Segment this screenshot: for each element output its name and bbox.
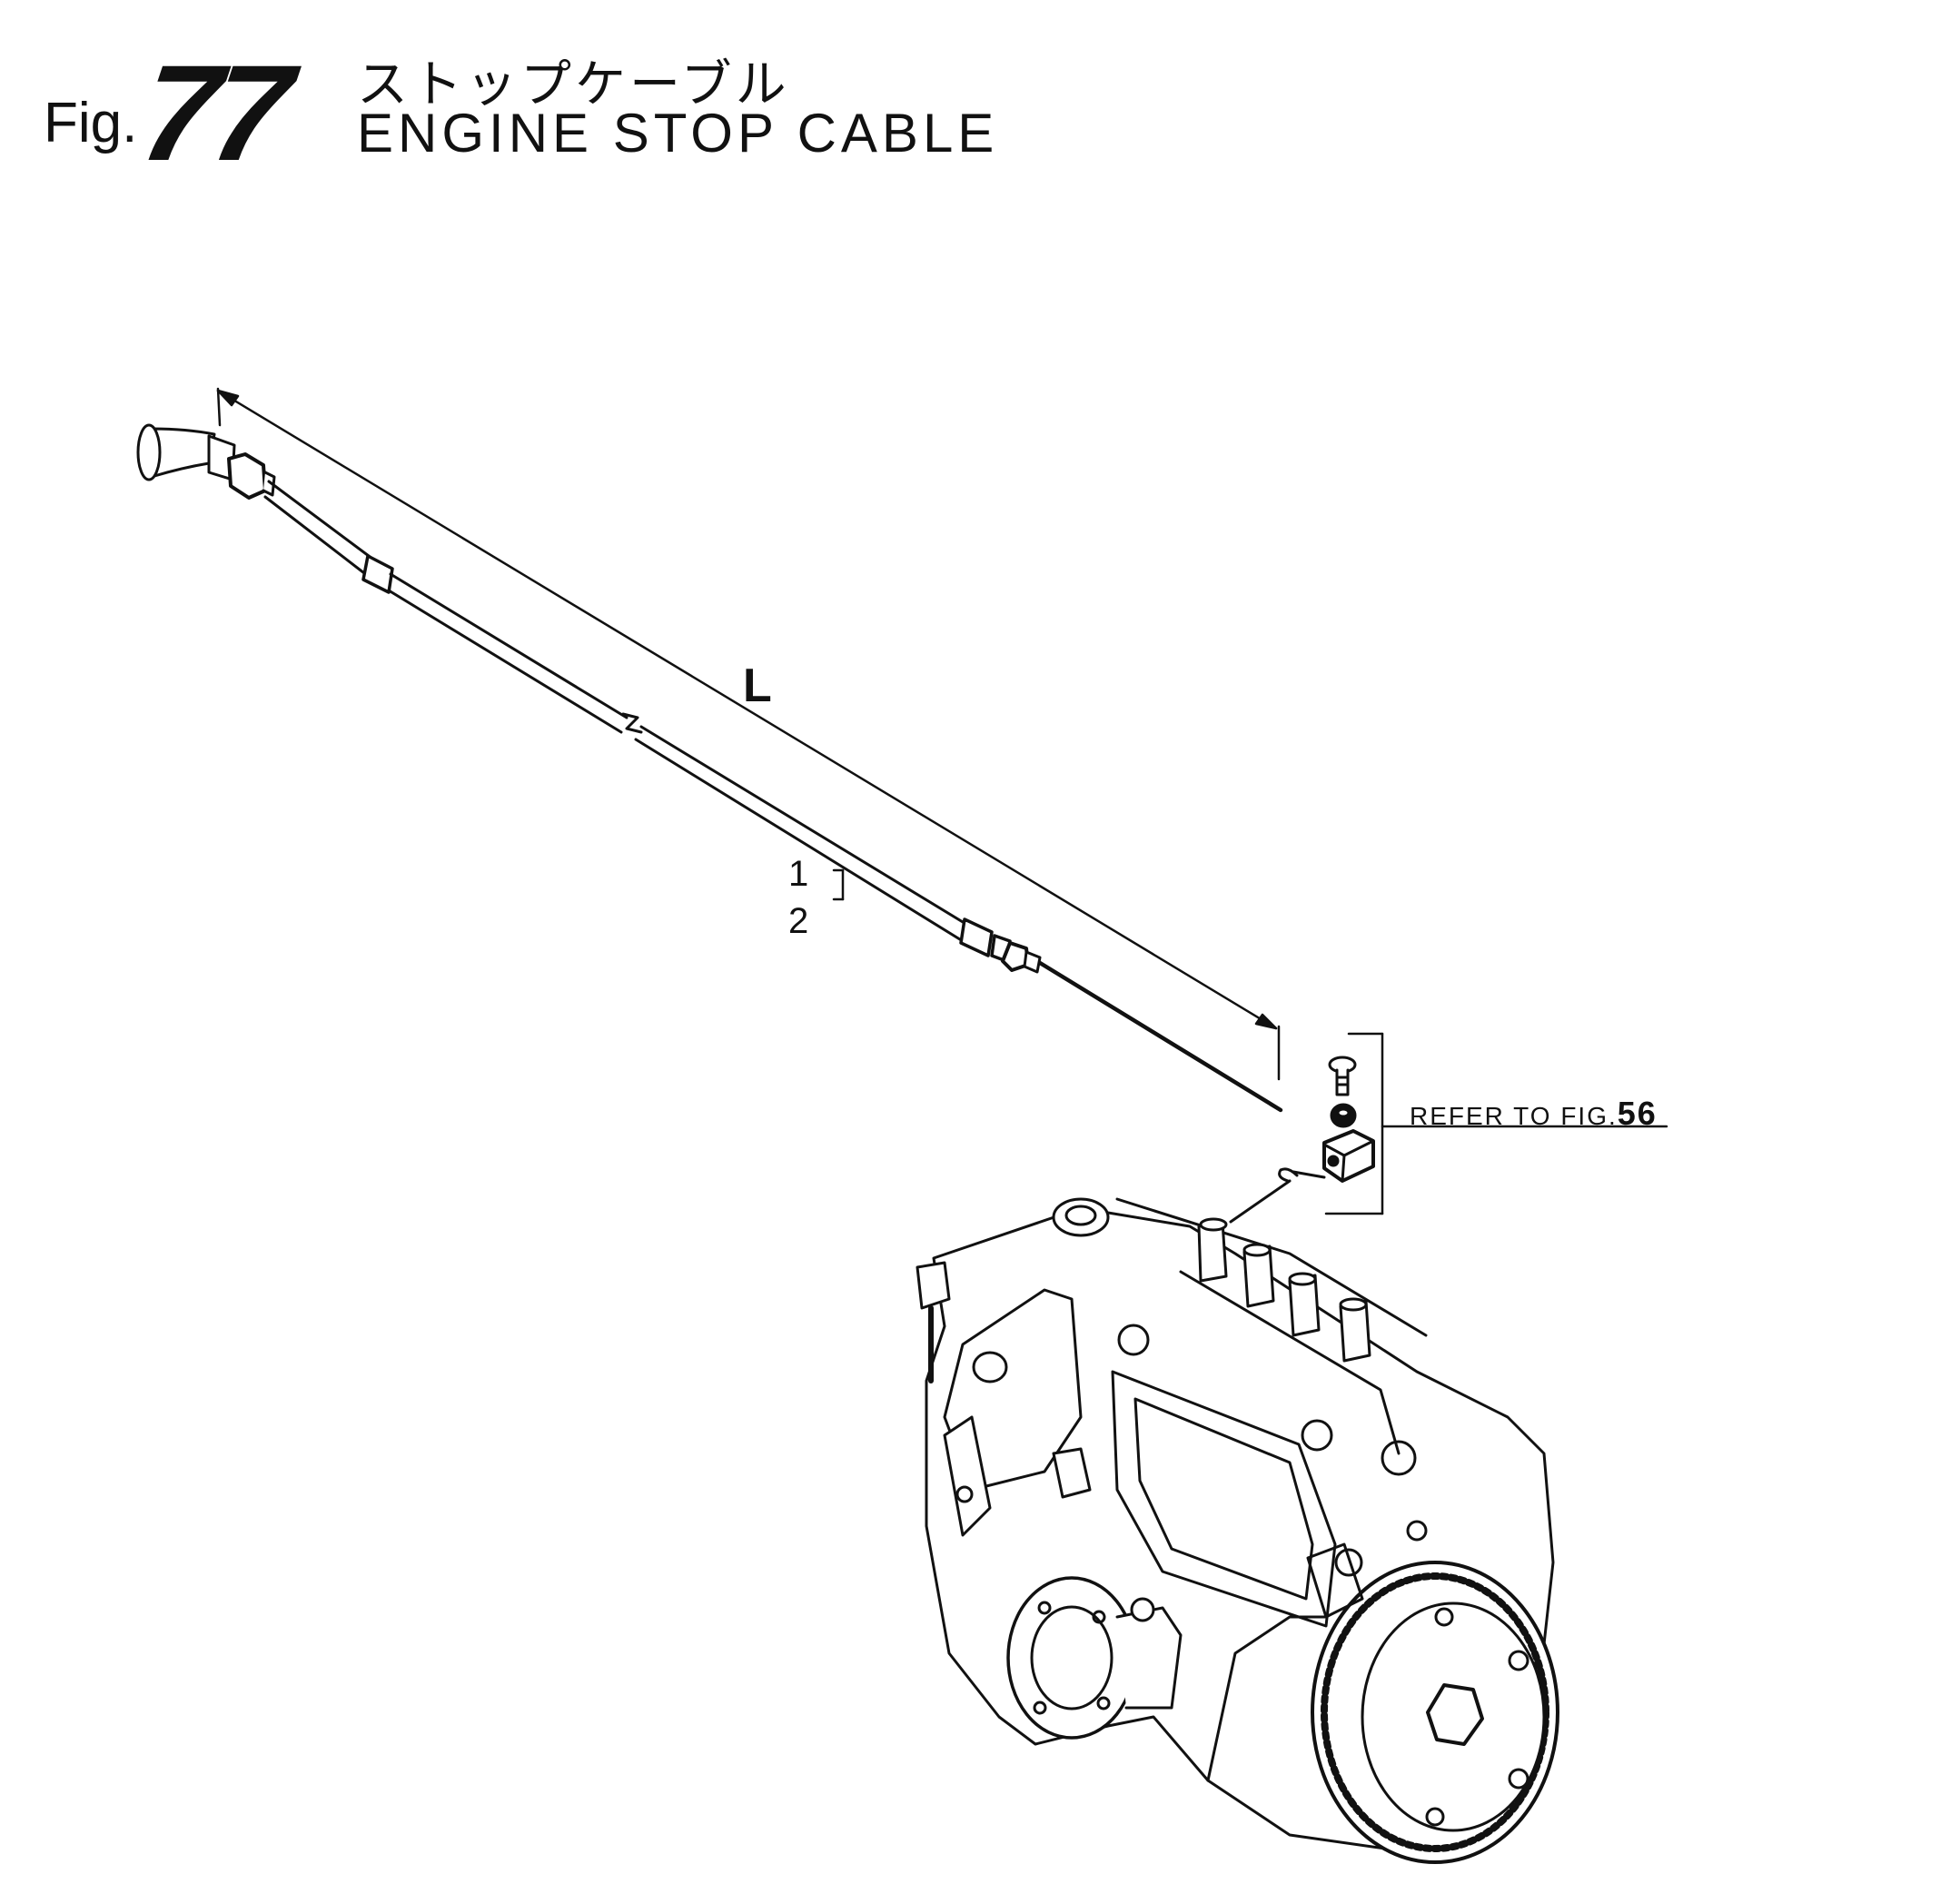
callout-leader bbox=[832, 868, 845, 901]
reference-text: REFER TO FIG. bbox=[1410, 1102, 1618, 1130]
figure-title-japanese: ストップケーブル bbox=[357, 55, 790, 113]
clamp-parts bbox=[1229, 1056, 1375, 1224]
injection-pump bbox=[916, 1197, 1559, 1864]
stop-cable-assembly bbox=[136, 423, 1283, 1113]
figure-header: Fig. 77 ストップケーブル ENGINE STOP CABLE bbox=[44, 36, 1043, 189]
figure-title-english: ENGINE STOP CABLE bbox=[357, 103, 999, 164]
figure-prefix: Fig. bbox=[44, 92, 138, 154]
dimension-line bbox=[216, 387, 1281, 1081]
reference-bracket bbox=[1324, 1032, 1668, 1215]
callout-part-2: 2 bbox=[788, 901, 809, 941]
reference-figure-number: 56 bbox=[1617, 1095, 1658, 1132]
reference-note: REFER TO FIG.56 bbox=[1410, 1095, 1658, 1133]
dimension-length-label: L bbox=[743, 659, 772, 712]
callout-part-1: 1 bbox=[788, 854, 809, 894]
